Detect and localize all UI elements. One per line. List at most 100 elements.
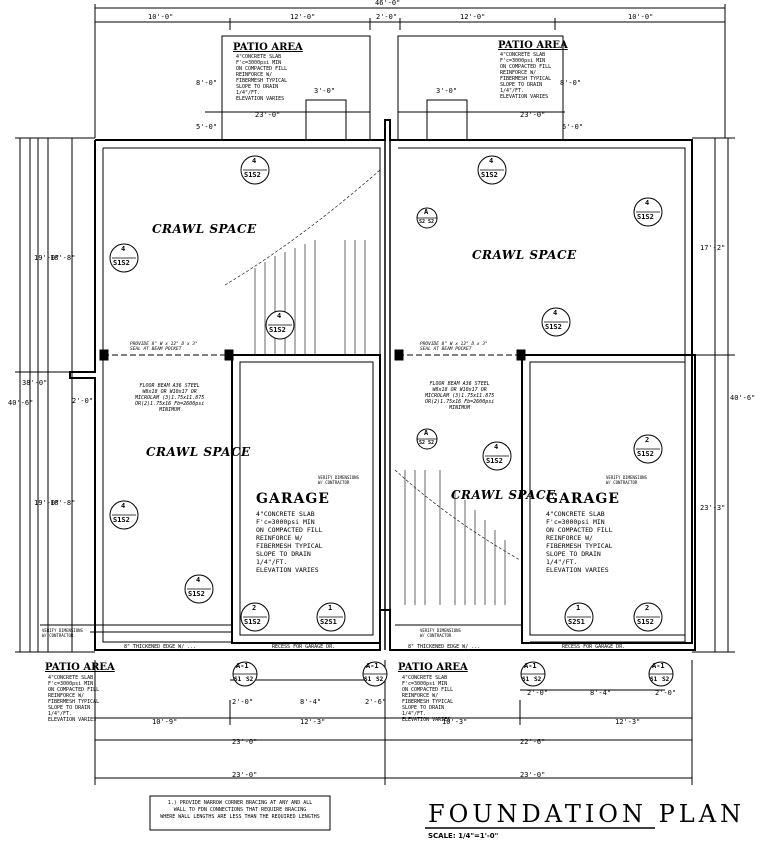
floor-beam-note-right: FLOOR BEAM A36 STEEL W8x18 OR W10x17 OR … [425, 381, 495, 411]
bracing-note: 1.) PROVIDE NARROW CORNER BRACING AT ANY… [160, 800, 320, 820]
c11-ref: S2S1 [320, 618, 337, 626]
c9-ref: S1S2 [486, 457, 503, 465]
patio-area-title-bottom-right: PATIO AREA [398, 662, 468, 673]
a1-2-label: A-1 [366, 662, 379, 670]
dim-bot-n: 23'-0" [520, 771, 546, 779]
a1-3-s2: S2 [534, 676, 542, 683]
dim-patio-width-right: 23'-0" [520, 111, 546, 119]
c12-ref: S2S1 [568, 618, 585, 626]
crawl-space-upper-left: CRAWL SPACE [152, 222, 257, 236]
garage-title-left: GARAGE [256, 491, 330, 507]
dim-left-mid: 38'-0" [22, 379, 48, 387]
verify-note-garage-left: VERIFY DIMENSIONS W/ CONTRACTOR [318, 475, 359, 485]
c3-ref: S1S2 [269, 326, 286, 334]
a1-1-s1: S1 [234, 676, 242, 683]
dim-bot-k: 23'-0" [232, 738, 258, 746]
dim-top-seg4: 12'-0" [460, 13, 486, 21]
c6-ref: S1S2 [481, 171, 498, 179]
c8-num: 4 [553, 309, 558, 317]
a1-2-s2: S2 [376, 676, 384, 683]
dim-top-seg1: 10'-0" [148, 13, 174, 21]
dim-patio-depth-right: 8'-0" [560, 79, 582, 87]
provide-note-left: PROVIDE 8" W x 12" D x 3" SEAL AT BEAM P… [130, 342, 198, 352]
dim-overall-top: 46'-0" [375, 0, 401, 7]
foundation-plan-title: FOUNDATION PLAN [428, 800, 746, 828]
thickened-edge-left: 8" THICKENED EDGE W/ ... [124, 644, 197, 650]
c3-num: 4 [277, 312, 282, 320]
patio-area-title-top-right: PATIO AREA [498, 40, 568, 51]
patio-area-spec-top-left: 4"CONCRETE SLAB F'c=3000psi MIN ON COMPA… [236, 54, 288, 102]
garage-right-wall [521, 354, 693, 644]
crawl-space-lower-right: CRAWL SPACE [451, 488, 556, 502]
a1-3-label: A-1 [524, 662, 537, 670]
dim-left-lower: 19'-0" [34, 499, 60, 507]
patio-area-title-bottom-left: PATIO AREA [45, 662, 115, 673]
c14-num: 2 [645, 436, 650, 444]
dim-right-overall: 40'-6" [730, 394, 756, 402]
dim-bot-a: 2'-0" [232, 698, 254, 706]
a1-4-label: A-1 [652, 662, 665, 670]
a1-1-label: A-1 [236, 662, 249, 670]
a1-3-s1: S1 [522, 676, 530, 683]
dim-top-seg3: 2'-0" [376, 13, 398, 21]
dim-patio-depth-left: 8'-0" [196, 79, 218, 87]
crawl-space-lower-left: CRAWL SPACE [146, 445, 251, 459]
patio-area-title-top-left: PATIO AREA [233, 42, 303, 53]
dim-bot-c: 2'-6" [365, 698, 387, 706]
c12-num: 1 [576, 604, 581, 612]
c2-ref: S1S2 [113, 259, 130, 267]
recess-right: RECESS FOR GARAGE DR. [562, 644, 626, 650]
dim-small-left: 5'-0" [196, 123, 218, 131]
dim-left-jog: 2'-0" [72, 397, 94, 405]
c1-ref: S1S2 [244, 171, 261, 179]
patio-area-spec-top-right: 4"CONCRETE SLAB F'c=3000psi MIN ON COMPA… [500, 52, 552, 100]
c4-num: 4 [121, 502, 126, 510]
scale-label: SCALE: 1/4"=1'-0" [428, 832, 499, 840]
c5-ref: S1S2 [188, 590, 205, 598]
garage-left-wall [231, 354, 381, 644]
garage-title-right: GARAGE [546, 491, 620, 507]
c7-num: 4 [645, 199, 650, 207]
c13-num: 2 [645, 604, 650, 612]
c10-ref: S1S2 [244, 618, 261, 626]
recess-left: RECESS FOR GARAGE DR. [272, 644, 336, 650]
sec-a-lower-letter: A [424, 429, 429, 437]
a1-4-s1: S1 [650, 676, 658, 683]
dim-left-lower-inner: 18'-8" [50, 499, 76, 507]
c10-num: 2 [252, 604, 257, 612]
verify-note-center: VERIFY DIMENSIONS W/ CONTRACTOR [420, 628, 461, 638]
sec-a-upper-ref: S2 S2 [419, 219, 435, 225]
sec-a-lower-ref: S2 S2 [419, 440, 435, 446]
sec-a-upper-letter: A [424, 208, 429, 216]
dim-bot-d: 2'-0" [527, 689, 549, 697]
garage-spec-right: 4"CONCRETE SLAB F'c=3000psi MIN ON COMPA… [546, 510, 613, 574]
floor-beam-note-left: FLOOR BEAM A36 STEEL W8x18 OR W10x17 OR … [135, 383, 205, 413]
dim-door-right: 3'-0" [436, 87, 458, 95]
dim-bot-g: 10'-9" [152, 718, 178, 726]
c11-num: 1 [328, 604, 333, 612]
c6-num: 4 [489, 157, 494, 165]
a1-1-s2: S2 [246, 676, 254, 683]
c7-ref: S1S2 [637, 213, 654, 221]
dim-left-overall: 40'-6" [8, 399, 34, 407]
dim-top-seg5: 10'-0" [628, 13, 654, 21]
verify-note-left-edge: VERIFY DIMENSIONS W/ CONTRACTOR [42, 628, 83, 638]
dim-right-upper: 17'-2" [700, 244, 726, 252]
c5-num: 4 [196, 576, 201, 584]
dim-bot-f: 2'-0" [655, 689, 677, 697]
provide-note-right: PROVIDE 8" W x 12" D x 3" SEAL AT BEAM P… [420, 342, 488, 352]
crawl-space-upper-right: CRAWL SPACE [472, 248, 577, 262]
dim-left-upper: 19'-0" [34, 254, 60, 262]
patio-area-spec-bottom-left: 4"CONCRETE SLAB F'c=3000psi MIN ON COMPA… [48, 675, 100, 723]
dim-patio-width-left: 23'-0" [255, 111, 281, 119]
dim-bot-i: 10'-3" [442, 718, 468, 726]
thickened-edge-right: 8" THICKENED EDGE W/ ... [408, 644, 481, 650]
dim-left-upper-inner: 18'-8" [50, 254, 76, 262]
dim-bot-h: 12'-3" [300, 718, 326, 726]
dim-bot-e: 8'-4" [590, 689, 612, 697]
dim-bot-l: 22'-6" [520, 738, 546, 746]
a1-2-s1: S1 [364, 676, 372, 683]
dim-right-lower: 23'-3" [700, 504, 726, 512]
dim-small-right: 5'-0" [562, 123, 584, 131]
